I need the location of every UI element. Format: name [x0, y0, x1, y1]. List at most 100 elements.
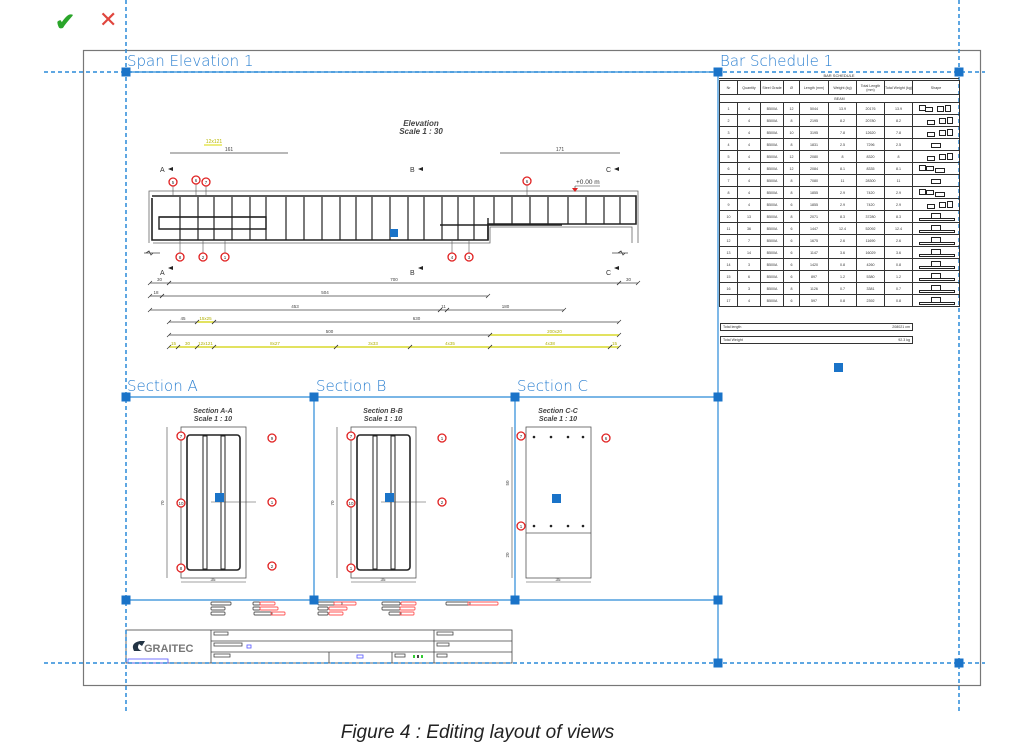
cell-total-weight-kg: 2.9: [884, 198, 913, 211]
resize-handle[interactable]: [309, 595, 319, 605]
bar-marker-bottom-label: 4: [451, 255, 454, 260]
resize-handle[interactable]: [121, 67, 131, 77]
cell-weight-kg: 11: [828, 174, 857, 187]
bar-shape-icon: [917, 129, 955, 137]
section-title: Section B-B: [363, 408, 403, 415]
link: [390, 435, 396, 570]
section-move-handle[interactable]: [385, 493, 394, 502]
cell-steel-grade: B500A: [760, 294, 784, 307]
cell-shape: [912, 174, 960, 187]
cancel-button[interactable]: ✕: [99, 7, 117, 33]
cell-total-weight-kg: 0.7: [884, 282, 913, 295]
resize-handle[interactable]: [713, 392, 723, 402]
viewport-title-schedule[interactable]: Bar Schedule 1: [720, 52, 834, 70]
cell-weight-kg: 7.8: [828, 126, 857, 139]
elevation-move-handle[interactable]: [390, 229, 398, 237]
rebar: [581, 524, 585, 528]
cell-nr: 16: [719, 282, 738, 295]
col-header: Weight (kg): [828, 80, 857, 95]
resize-handle[interactable]: [121, 392, 131, 402]
bar-marker-top: [168, 177, 178, 187]
schedule-move-handle[interactable]: [834, 363, 843, 372]
link: [372, 435, 378, 570]
height-dimension: 70: [330, 500, 335, 506]
cell-weight-kg: 0.8: [828, 258, 857, 271]
bar-marker-bottom: [198, 252, 208, 262]
cell-total-length-mm: 11690: [856, 234, 885, 247]
cell-length-mm: 2071: [799, 210, 829, 223]
viewport-frames[interactable]: [126, 71, 719, 663]
cell-total-weight-kg: 8: [884, 150, 913, 163]
bar-shape-icon: [917, 105, 955, 112]
bar-marker-label: 7: [350, 434, 353, 439]
resize-handle[interactable]: [510, 392, 520, 402]
cell-steel-grade: B500A: [760, 174, 784, 187]
section-scale: Scale 1 : 10: [194, 416, 232, 423]
cell-quantity: 3: [737, 282, 761, 295]
viewport-title-section-a[interactable]: Section A: [127, 377, 198, 395]
dimension-label: 4x35: [445, 341, 455, 346]
cell-nr: 9: [719, 198, 738, 211]
section-move-handle[interactable]: [552, 494, 561, 503]
cell-steel-grade: B500A: [760, 210, 784, 223]
elevation-title: Elevation: [403, 119, 439, 128]
bar-marker-label: 10: [178, 501, 184, 506]
bar-schedule-title: BAR SCHEDULE: [719, 73, 959, 79]
cell-shape: [912, 138, 960, 151]
cell-quantity: 4: [737, 102, 761, 115]
bar-schedule-header: Nr Quantity Steel Grade Ø Length (mm) We…: [719, 80, 960, 95]
alignment-guides[interactable]: [44, 0, 985, 712]
resize-handle[interactable]: [713, 595, 723, 605]
bar-shape-icon: [917, 261, 955, 269]
cell-weight-kg: 2.6: [828, 234, 857, 247]
bar-shape-icon: [917, 141, 955, 148]
cell-: 8: [783, 138, 800, 151]
bar-marker-bottom: [447, 252, 457, 262]
cell-: 6: [783, 222, 800, 235]
cell-shape: [912, 150, 960, 163]
cell-steel-grade: B500A: [760, 270, 784, 283]
resize-handle[interactable]: [954, 658, 964, 668]
confirm-button[interactable]: ✔: [55, 8, 75, 37]
resize-handle[interactable]: [510, 595, 520, 605]
viewport-title-elevation[interactable]: Span Elevation 1: [127, 52, 254, 70]
bar-marker-top-label: 6: [195, 178, 198, 183]
bar-schedule-table: Nr Quantity Steel Grade Ø Length (mm) We…: [719, 80, 960, 307]
dimension-label: 700: [390, 277, 398, 282]
cell-length-mm: 1126: [799, 282, 829, 295]
cell-steel-grade: B500A: [760, 138, 784, 151]
cell-steel-grade: B500A: [760, 102, 784, 115]
dimension-label: 15: [171, 341, 177, 346]
resize-handle[interactable]: [713, 67, 723, 77]
section-move-handle[interactable]: [215, 493, 224, 502]
viewport-title-section-b[interactable]: Section B: [316, 377, 387, 395]
bar-marker-label: 2: [441, 500, 444, 505]
resize-handle[interactable]: [121, 595, 131, 605]
cell-total-length-mm: 28300: [856, 174, 885, 187]
col-header: Ø: [783, 80, 800, 95]
cell-steel-grade: B500A: [760, 282, 784, 295]
cell-steel-grade: B500A: [760, 258, 784, 271]
annotation-label: [328, 606, 348, 611]
bar-marker: [601, 433, 611, 443]
concrete-outline: [350, 426, 417, 579]
bar-shape-icon: [917, 249, 955, 257]
bar-shape-icon: [917, 165, 955, 173]
cell-total-length-mm: 7420: [856, 186, 885, 199]
cell-quantity: 4: [737, 138, 761, 151]
section-scale: Scale 1 : 10: [364, 416, 402, 423]
viewport-title-section-c[interactable]: Section C: [517, 377, 588, 395]
section-mark-c-bottom: C: [606, 270, 611, 277]
cell-nr: 17: [719, 294, 738, 307]
rebar: [549, 435, 553, 439]
bar-shape-icon: [917, 153, 955, 161]
bar-marker-bottom-label: 1: [224, 255, 227, 260]
section-mark-a-top: A: [160, 167, 165, 174]
resize-handle[interactable]: [713, 658, 723, 668]
resize-handle[interactable]: [309, 392, 319, 402]
resize-handle[interactable]: [954, 67, 964, 77]
dimension-label: 18: [153, 290, 159, 295]
